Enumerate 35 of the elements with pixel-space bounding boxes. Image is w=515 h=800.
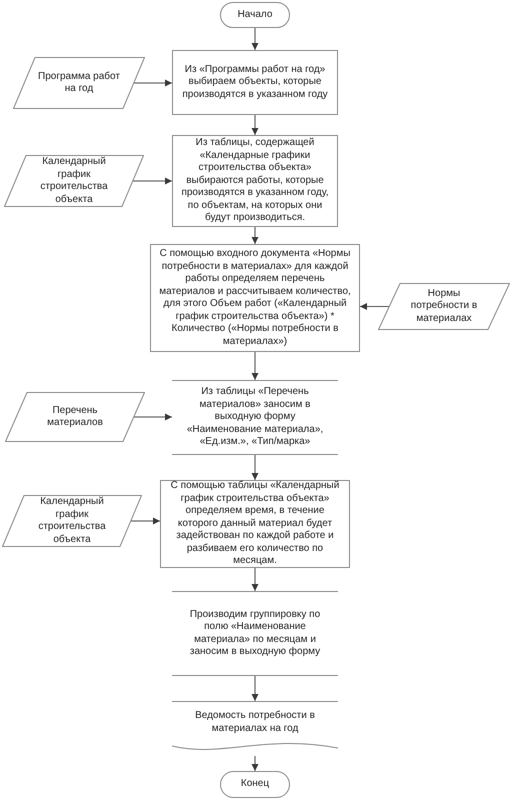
node-text: Начало	[236, 8, 274, 22]
node-text: Из таблицы, содержащей «Календарные графики строительства объекта» выбираются работы, которые производятся в указанном году, по объектам, на которых они будут производиться.	[180, 137, 330, 225]
node-text: Конец	[240, 778, 270, 791]
node-text: Календарный график строительства объекта	[39, 156, 109, 206]
node-text: Нормы потребности в материалах	[410, 288, 478, 326]
arrow	[252, 114, 258, 136]
arrow	[252, 454, 258, 480]
node-text: Перечень материалов	[46, 404, 104, 430]
arrow	[252, 568, 258, 592]
node-text: Производим группировку по полю «Наименование материала» по месяцам и заносим в выходную форму	[188, 608, 322, 658]
data-parallelogram	[13, 57, 145, 109]
arrow	[360, 303, 390, 310]
node-text: Ведомость потребности в материалах на год	[194, 710, 316, 735]
data-parallelogram	[378, 283, 510, 330]
arrow	[130, 518, 160, 524]
node-text: Календарный график строительства объекта	[37, 496, 107, 546]
node-text: С помощью входного документа «Нормы потребности в материалах» для каждой работы определяем перечень материалов и рассчитываем количество, для этого Объем работ («Календарный график строительства объекта») * Количество («Нормы потребности в материалах»)	[158, 248, 352, 348]
data-parallelogram	[4, 155, 144, 207]
arrow	[252, 28, 258, 50]
node-text: С помощью таблицы «Календарный график строительства объекта» определяем время, в течение которого данный материал будет задействован по каждой работе и разбиваем его количество по месяцам.	[170, 480, 340, 568]
arrow	[134, 414, 172, 420]
arrow	[252, 676, 258, 702]
data-parallelogram	[2, 495, 142, 547]
node-text: Из таблицы «Перечень материалов» заносим в выходную форму «Наименование материала», «Ед.изм.», «Тип/марка»	[186, 386, 324, 449]
arrow	[252, 226, 258, 244]
node-text: Из «Программы работ на год» выбираем объекты, которые производятся в указанном году	[181, 64, 329, 102]
arrow	[252, 352, 258, 380]
arrow	[252, 756, 258, 772]
arrow	[134, 80, 172, 86]
data-parallelogram	[5, 392, 145, 442]
arrow	[132, 178, 172, 184]
node-text: Программа работ на год	[37, 70, 121, 96]
process-box	[172, 50, 338, 115]
terminator-shape	[220, 771, 290, 798]
terminator-shape	[220, 2, 290, 28]
